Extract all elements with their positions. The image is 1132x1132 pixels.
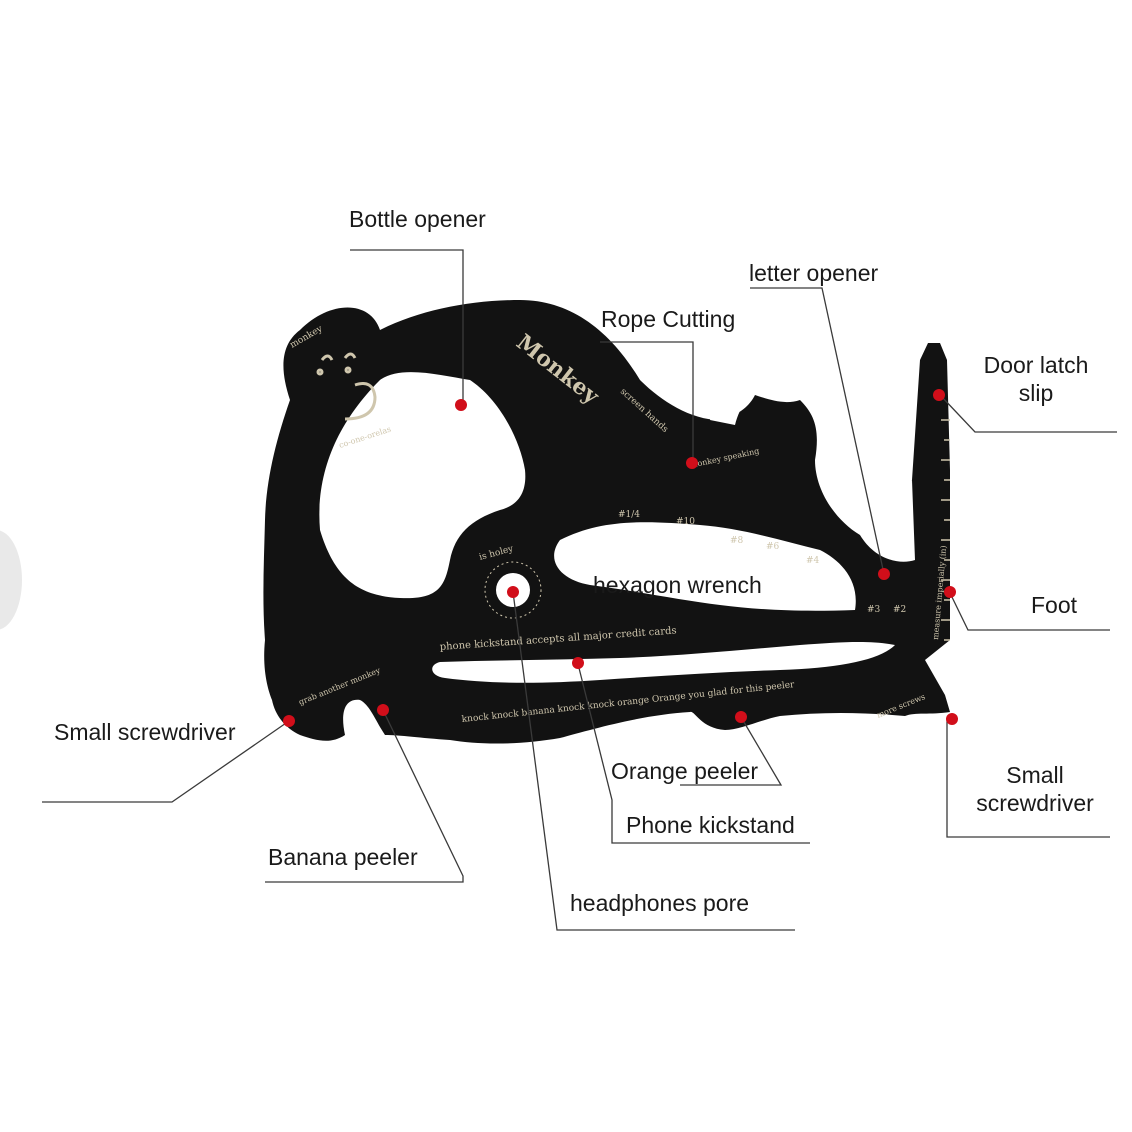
dot-small-screwdriver-right	[946, 713, 958, 725]
leader-foot	[949, 592, 1110, 631]
leader-orange-peeler	[680, 716, 783, 786]
edge-shadow	[0, 530, 22, 630]
engrave-hex-6: #3	[867, 605, 881, 615]
leader-lines	[42, 249, 1117, 931]
tool-body	[263, 300, 950, 744]
dot-orange-peeler	[735, 711, 747, 723]
bottle-opener-notch	[710, 384, 760, 425]
dot-bottle-opener	[455, 399, 467, 411]
leader-letter-opener	[750, 287, 885, 575]
engrave-hex-2: #10	[676, 517, 695, 527]
dot-phone-kickstand	[572, 657, 584, 669]
headphone-hole-ring	[484, 561, 542, 619]
ruler-ticks	[941, 419, 950, 641]
marker-dots	[283, 389, 958, 727]
letter-opener-notch	[860, 480, 915, 562]
leader-rope-cutting	[600, 341, 694, 463]
dot-small-screwdriver-left	[283, 715, 295, 727]
monkey-face-icon	[316, 352, 377, 421]
engrave-hex-1: #1/4	[618, 510, 640, 520]
dot-headphones-pore	[507, 586, 519, 598]
engrave-head-bottom: co-one-orelas	[338, 425, 392, 450]
label-headphones-pore: headphones pore	[570, 890, 750, 916]
engrave-hex-7: #2	[893, 605, 906, 615]
leader-bottle-opener	[350, 249, 464, 404]
label-door-latch-slip: Door latch slip	[983, 352, 1089, 406]
engrave-hex-3: #8	[730, 536, 744, 546]
leader-banana-peeler	[265, 709, 464, 883]
label-small-screwdriver-left: Small screwdriver	[54, 719, 236, 745]
label-foot: Foot	[1031, 592, 1078, 618]
dot-rope-cutting	[686, 457, 698, 469]
label-orange-peeler: Orange peeler	[611, 758, 759, 784]
label-phone-kickstand: Phone kickstand	[626, 812, 795, 838]
label-small-screwdriver-right: Small screwdriver	[976, 762, 1094, 816]
dot-banana-peeler	[377, 704, 389, 716]
dot-letter-opener	[878, 568, 890, 580]
engrave-hex-5: #4	[806, 556, 820, 566]
leader-small-screwdriver-left	[42, 720, 290, 803]
label-letter-opener: letter opener	[749, 260, 879, 286]
leader-door-latch	[940, 395, 1117, 433]
label-hexagon-wrench: hexagon wrench	[593, 572, 762, 598]
label-bottle-opener: Bottle opener	[349, 206, 486, 232]
label-rope-cutting: Rope Cutting	[601, 306, 736, 332]
leader-headphones-pore	[512, 591, 795, 931]
label-banana-peeler: Banana peeler	[268, 844, 418, 870]
dot-foot	[944, 586, 956, 598]
dot-door-latch	[933, 389, 945, 401]
engrave-hex-4: #6	[766, 542, 780, 552]
leader-phone-kickstand	[577, 663, 810, 844]
tool-silhouette	[263, 300, 950, 744]
